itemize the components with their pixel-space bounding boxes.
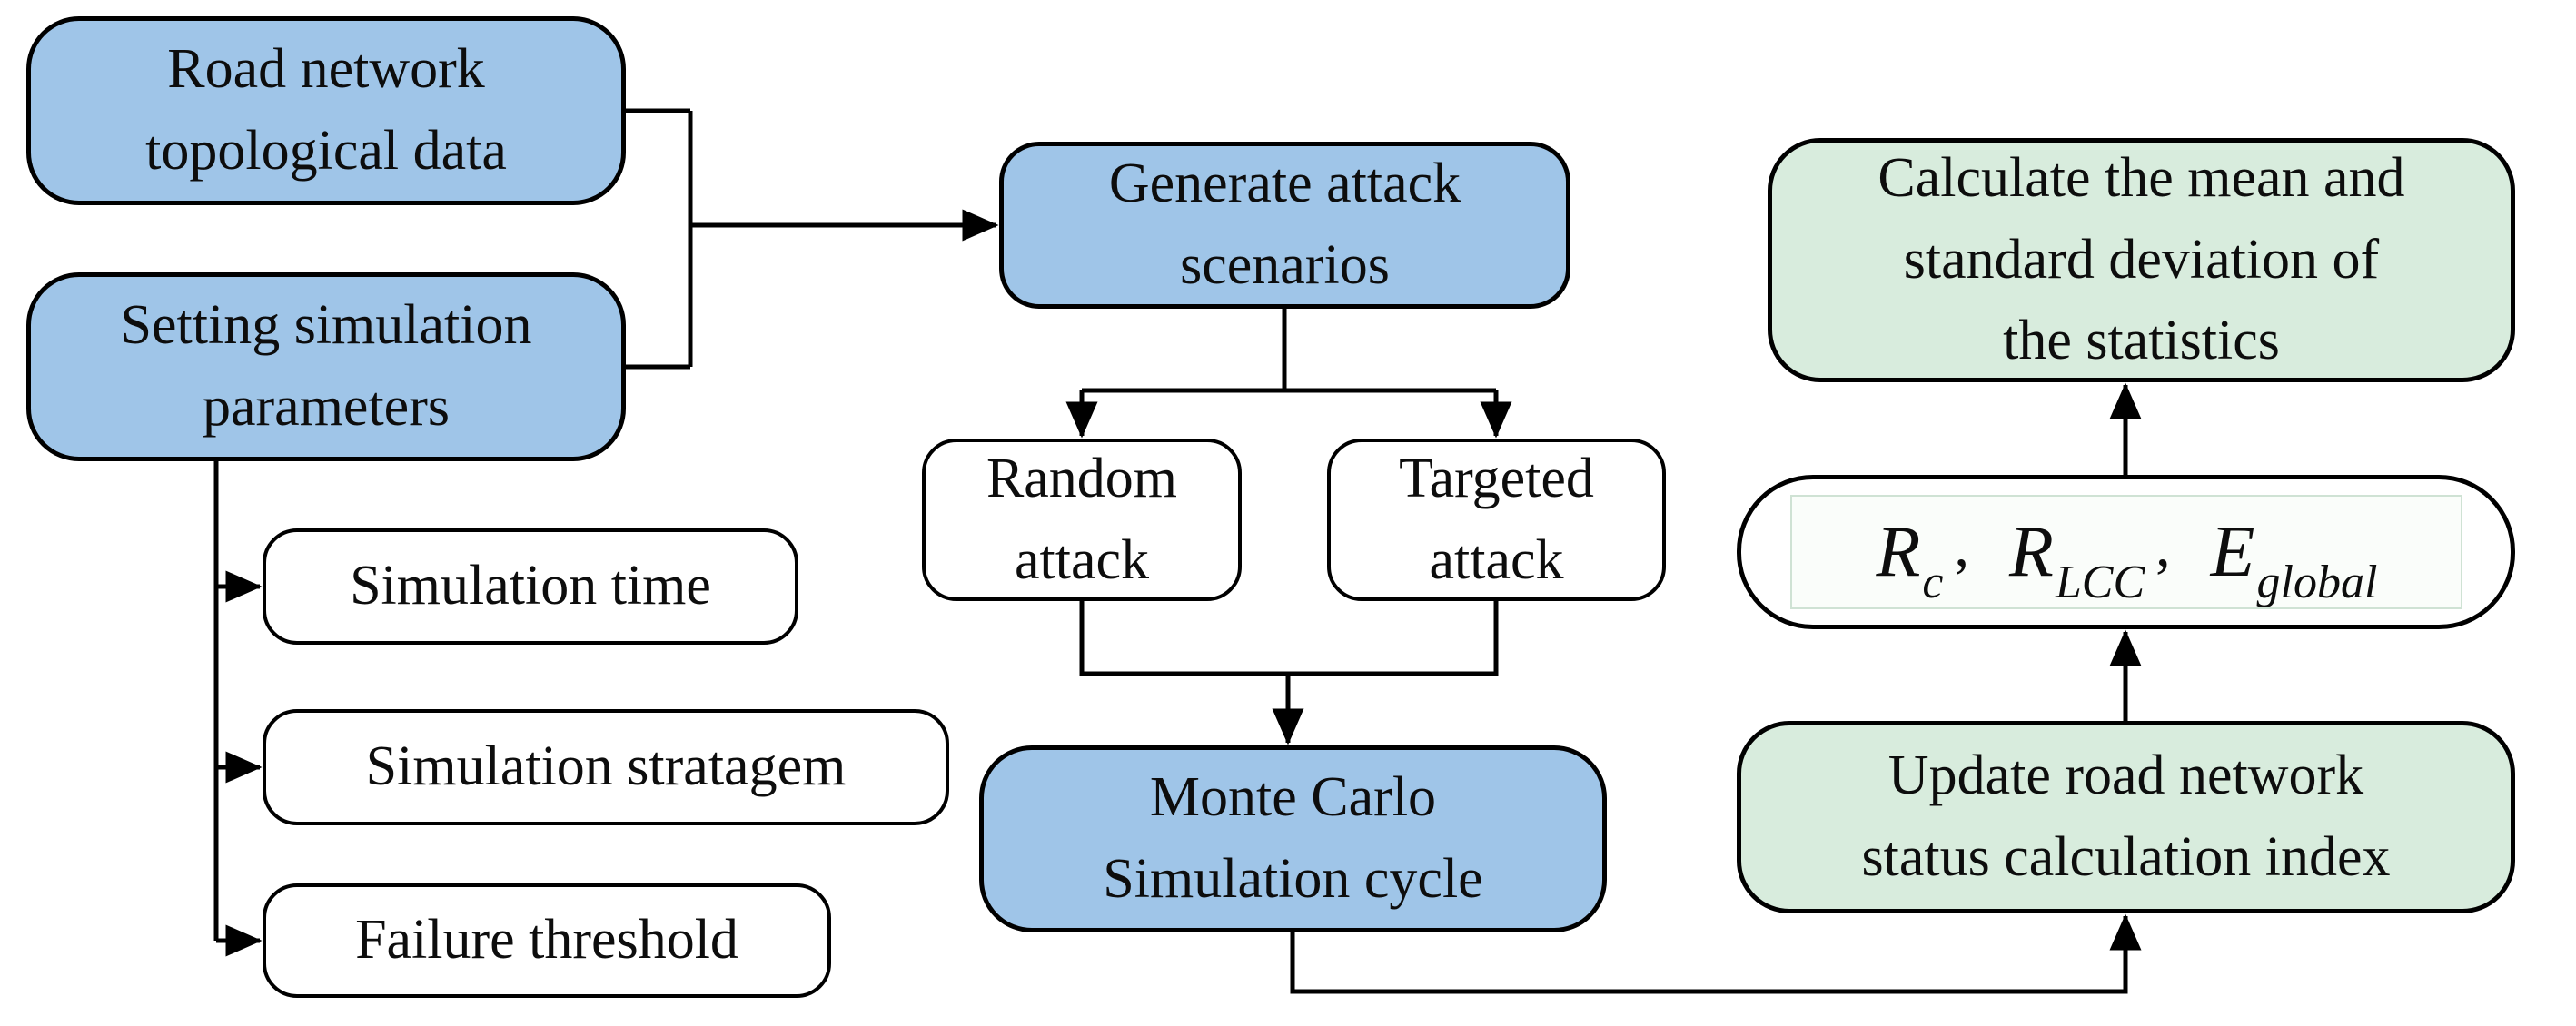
node-random-attack-label: Random attack xyxy=(986,447,1178,591)
node-setting-simulation-parameters: Setting simulation parameters xyxy=(26,272,626,461)
node-setting-simulation-parameters-label: Setting simulation parameters xyxy=(120,294,532,438)
node-simulation-stratagem: Simulation stratagem xyxy=(263,709,949,825)
node-monte-carlo-cycle: Monte Carlo Simulation cycle xyxy=(979,745,1607,932)
node-targeted-attack: Targeted attack xyxy=(1327,439,1666,601)
node-road-network-data: Road network topological data xyxy=(26,16,626,205)
node-simulation-stratagem-label: Simulation stratagem xyxy=(365,735,847,798)
node-random-attack: Random attack xyxy=(922,439,1242,601)
node-generate-attack-scenarios-label: Generate attack scenarios xyxy=(1108,153,1461,296)
metric-Rc-subscript: c xyxy=(1922,557,1944,608)
node-calculate-statistics: Calculate the mean and standard deviatio… xyxy=(1768,138,2515,382)
metric-Rc-base: R xyxy=(1876,512,1921,592)
node-road-network-data-label: Road network topological data xyxy=(145,38,507,182)
metric-Eglobal-base: E xyxy=(2210,512,2255,592)
formula-comma-2: , xyxy=(2155,513,2171,580)
node-monte-carlo-cycle-label: Monte Carlo Simulation cycle xyxy=(1103,766,1483,910)
metric-Eglobal-subscript: global xyxy=(2256,557,2378,608)
formula-comma-1: , xyxy=(1954,513,1970,580)
node-simulation-time: Simulation time xyxy=(263,528,798,645)
node-simulation-time-label: Simulation time xyxy=(350,555,711,617)
node-failure-threshold-label: Failure threshold xyxy=(355,909,738,972)
connector-attacks-merge xyxy=(1079,601,1499,676)
connector-inputs-bracket xyxy=(626,108,693,370)
connector-generate-split xyxy=(1082,309,1496,393)
node-update-network-index: Update road network status calculation i… xyxy=(1737,721,2515,913)
node-failure-threshold: Failure threshold xyxy=(263,883,831,998)
node-calculate-statistics-label: Calculate the mean and standard deviatio… xyxy=(1878,146,2405,372)
node-generate-attack-scenarios: Generate attack scenarios xyxy=(999,142,1570,309)
metric-RLCC-base: R xyxy=(2009,512,2054,592)
node-targeted-attack-label: Targeted attack xyxy=(1399,447,1594,591)
connector-monte-to-update xyxy=(1290,913,2142,994)
node-update-network-index-label: Update road network status calculation i… xyxy=(1861,745,2391,888)
metric-RLCC-subscript: LCC xyxy=(2055,557,2145,608)
